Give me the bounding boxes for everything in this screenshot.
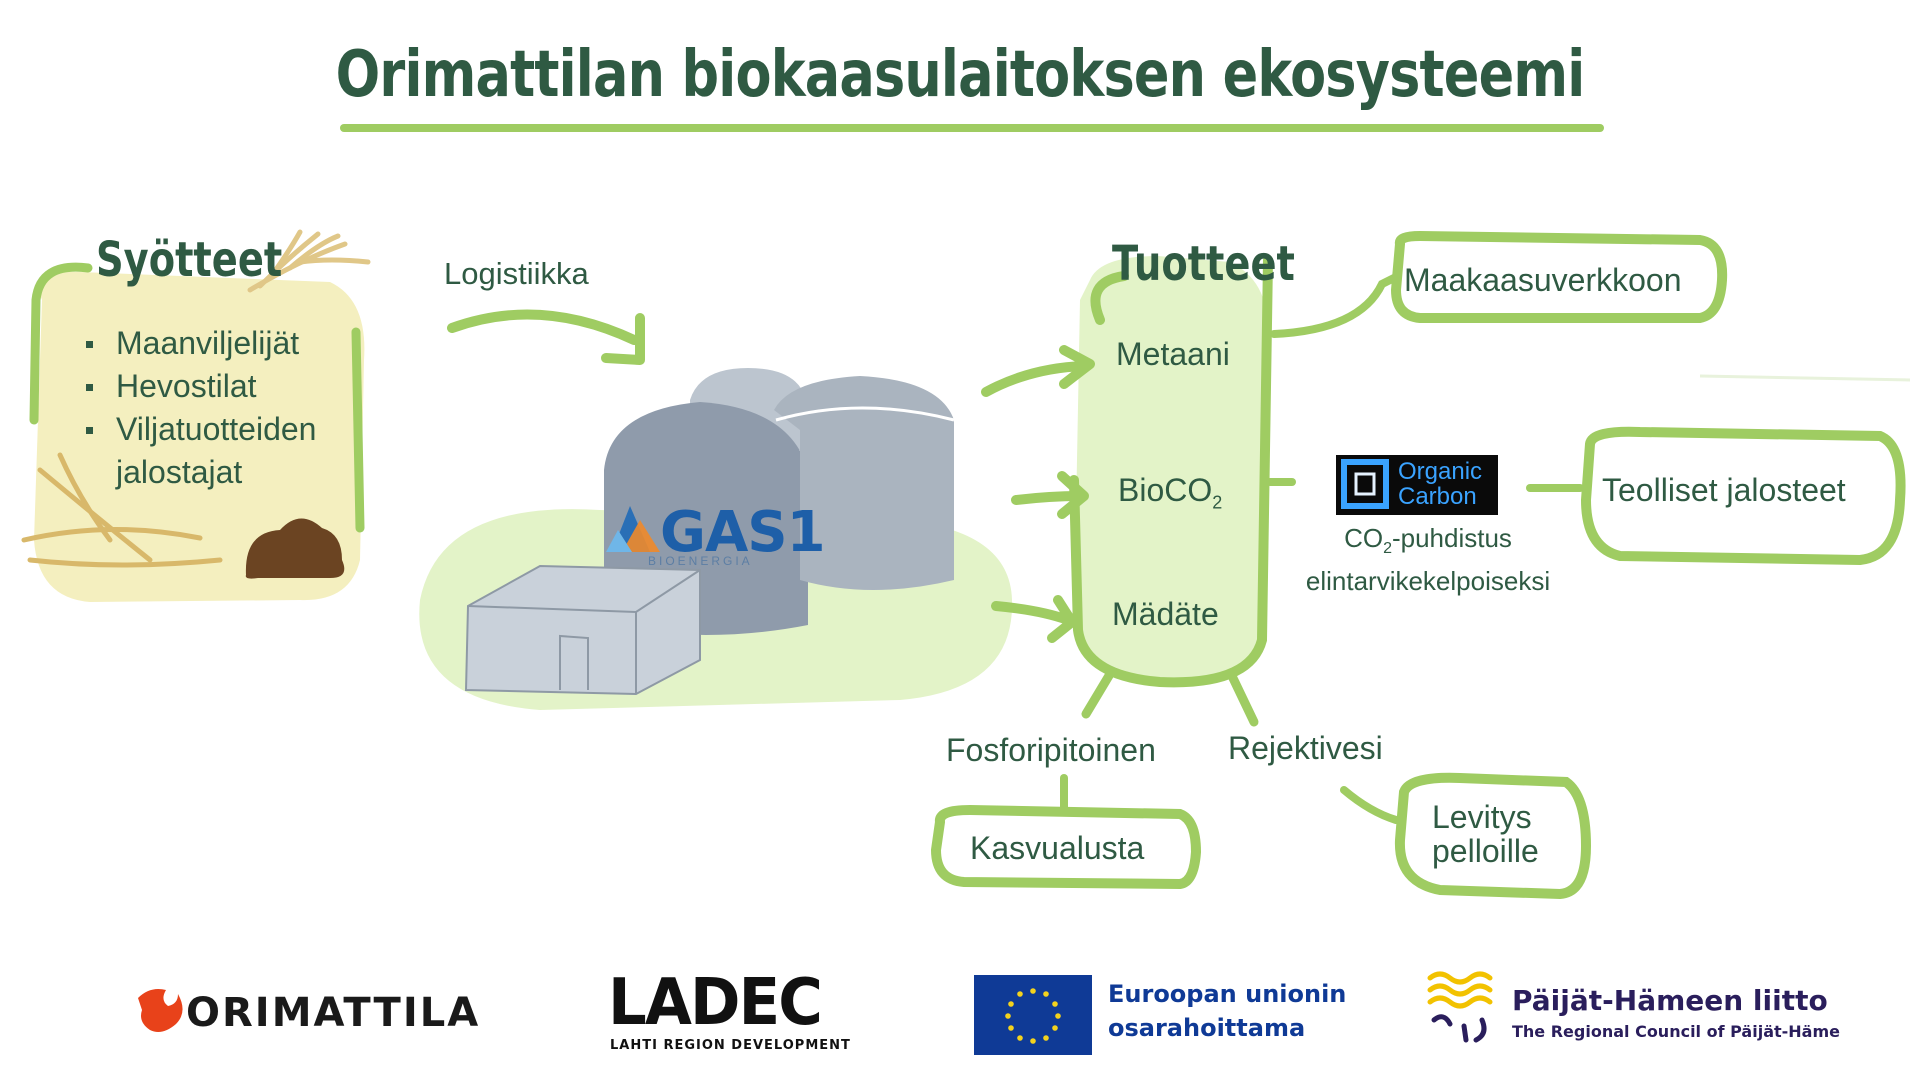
co2-purification-note: CO2-puhdistus elintarvikekelpoiseksi: [1276, 522, 1580, 597]
eu-funding-line1: Euroopan unionin: [1108, 980, 1347, 1008]
grain-icon: [21, 452, 223, 568]
logistics-arrow: [447, 309, 639, 345]
products-blob: [1074, 256, 1268, 680]
industrial-box: [1580, 426, 1906, 566]
organic-carbon-mark-icon: [1336, 455, 1498, 515]
gas1-logo: GAS1: [660, 500, 826, 565]
organic-carbon-line1: Organic: [1398, 458, 1483, 485]
organic-carbon-line2: Carbon: [1398, 483, 1477, 510]
output-spreading: Levitys pelloille: [1432, 800, 1539, 868]
gas1-mark-icon: [606, 506, 660, 552]
product-leg-left: [1081, 669, 1115, 719]
ladec-logo: LADEC: [608, 966, 823, 1040]
bioco2-sub: 2: [1212, 492, 1223, 513]
inputs-bracket: [29, 262, 93, 425]
output-growing-medium: Kasvualusta: [970, 830, 1145, 866]
arrow-bioco2: [1011, 491, 1085, 505]
products-heading: Tuotteet: [1112, 236, 1295, 292]
paijat-hame-logo-line1: Päijät-Hämeen liitto: [1512, 984, 1828, 1017]
inputs-list: Maanviljelijät Hevostilat Viljatuotteide…: [86, 322, 346, 494]
orimattila-logo: ORIMATTILA: [186, 990, 481, 1036]
list-item: Hevostilat: [86, 365, 346, 408]
page-title: Orimattilan biokaasulaitoksen ekosysteem…: [335, 38, 1586, 112]
soil-pile-icon: [245, 518, 345, 579]
connector-gas-grid: [1270, 274, 1398, 338]
plant-building: [464, 564, 701, 696]
gas1-logo-sub: BIOENERGIA: [648, 554, 753, 568]
inputs-bracket-right: [351, 327, 365, 533]
inputs-heading: Syötteet: [96, 232, 283, 288]
output-gas-grid: Maakaasuverkkoon: [1404, 262, 1682, 298]
list-item: Maanviljelijät: [86, 322, 346, 365]
eu-funding-line2: osarahoittama: [1108, 1014, 1306, 1042]
output-reject-water: Rejektivesi: [1228, 730, 1383, 766]
output-industrial: Teolliset jalosteet: [1602, 472, 1846, 508]
wheat-icon: [247, 229, 371, 293]
co2-note-pre: CO: [1344, 523, 1384, 553]
logistics-label: Logistiikka: [444, 256, 589, 291]
arrow-methane: [981, 361, 1089, 397]
co2-note-line1: CO2-puhdistus: [1276, 522, 1580, 565]
gas-grid-box: [1390, 230, 1728, 323]
co2-note-sub: 2: [1383, 540, 1392, 558]
co2-note-rest: -puhdistus: [1391, 523, 1512, 553]
bioco2-main: BioCO: [1118, 472, 1213, 508]
product-leg-right: [1227, 671, 1259, 727]
building-door: [559, 634, 589, 690]
ladec-logo-sub: LAHTI REGION DEVELOPMENT: [610, 1038, 851, 1053]
output-phosphorus: Fosforipitoinen: [946, 732, 1156, 768]
product-bioco2: BioCO2: [1118, 472, 1222, 513]
spreading-line1: Levitys: [1432, 799, 1532, 835]
growing-medium-box: [930, 804, 1202, 890]
connector-spreading: [1340, 786, 1400, 824]
eu-stars-icon: [1005, 988, 1061, 1044]
spreading-box: [1394, 772, 1592, 900]
paijat-hame-mark-icon: [1427, 971, 1493, 1043]
paijat-hame-logo-line2: The Regional Council of Päijät-Häme: [1512, 1022, 1840, 1041]
products-outline: [1069, 255, 1273, 688]
list-item: Viljatuotteiden jalostajat: [86, 408, 346, 494]
light-line: [1699, 374, 1911, 382]
logistics-arrowhead: [601, 313, 645, 365]
co2-note-line2: elintarvikekelpoiseksi: [1305, 566, 1551, 597]
product-methane: Metaani: [1116, 336, 1230, 372]
tank-right: [774, 376, 954, 590]
product-digestate: Mädäte: [1112, 596, 1219, 632]
organic-carbon-logo: Organic Carbon: [1338, 456, 1498, 514]
orimattila-flame-icon: [138, 989, 183, 1032]
arrow-digestate: [991, 601, 1073, 625]
inputs-blob: [34, 271, 365, 602]
spreading-line2: pelloille: [1432, 833, 1539, 869]
